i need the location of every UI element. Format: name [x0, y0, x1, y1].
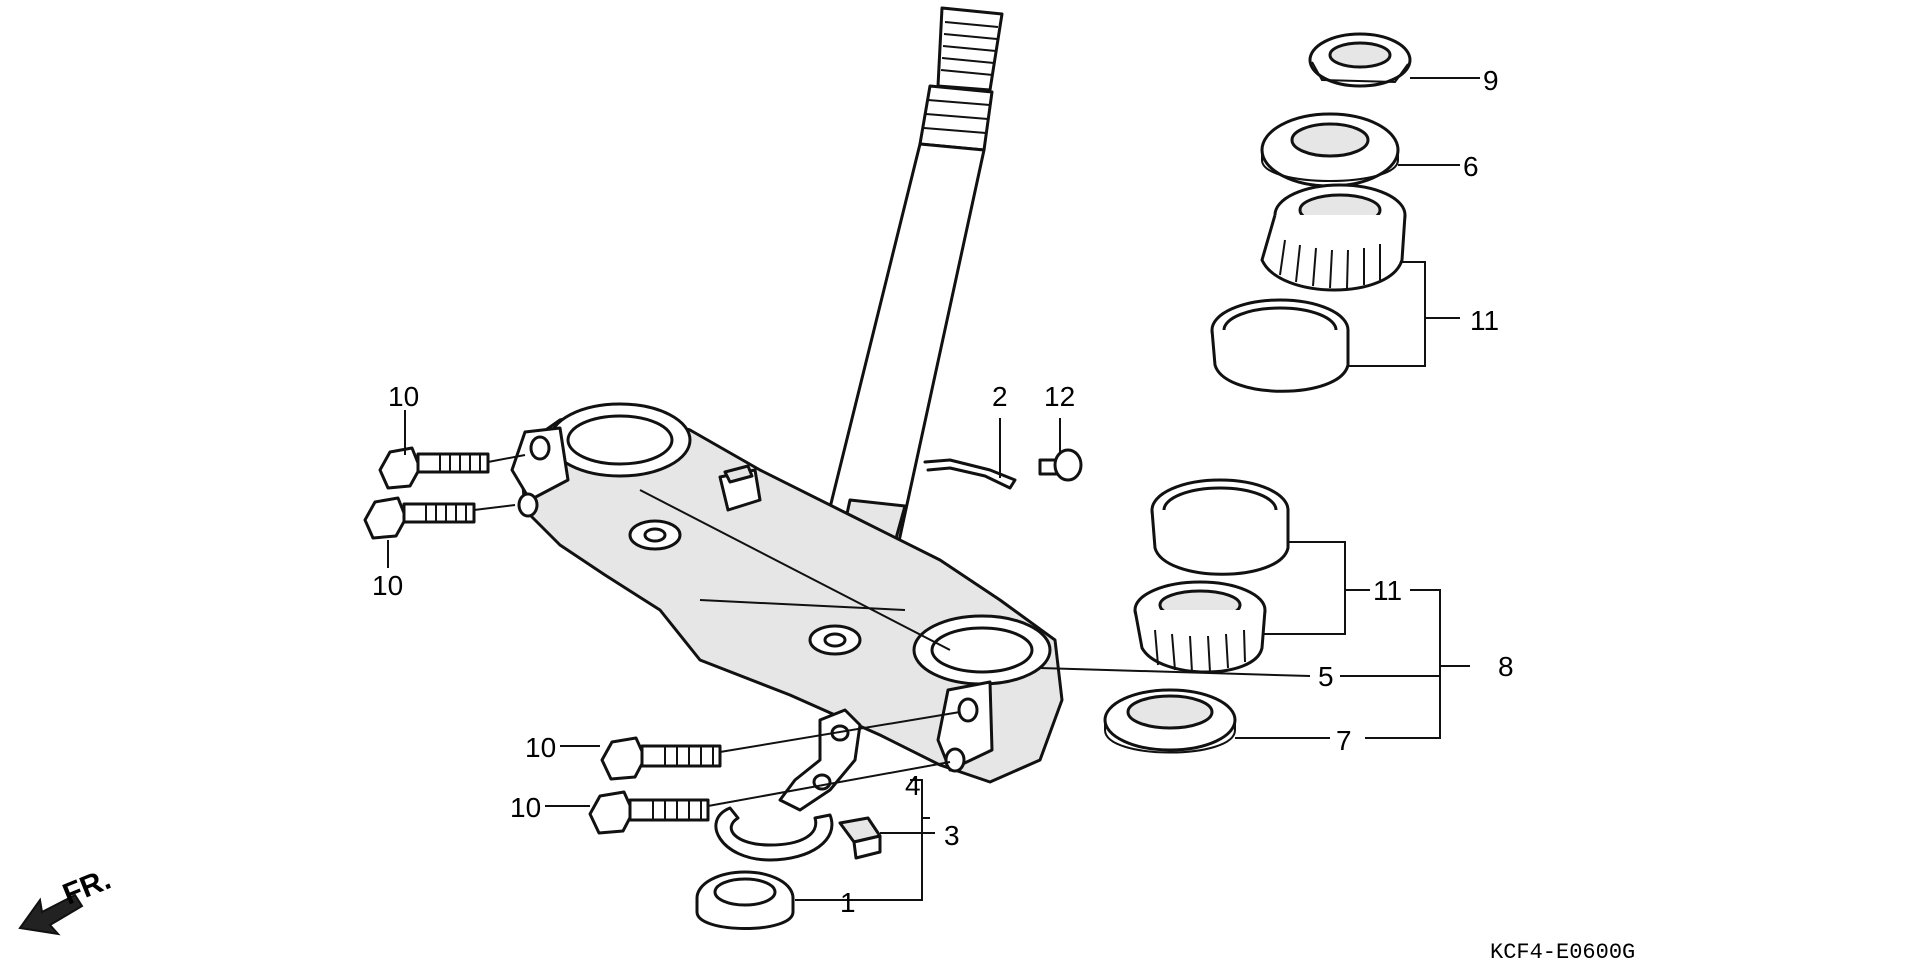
- callout-10-lower-a: 10: [525, 732, 556, 763]
- lower-bearing-inner-race: [1133, 580, 1267, 674]
- flange-bolt-lower-a: [600, 736, 722, 781]
- dust-seal-7: [1103, 688, 1237, 754]
- callout-10-middle: 10: [372, 570, 403, 601]
- hose-guide-bracket: [778, 708, 862, 812]
- callout-3: 3: [944, 820, 960, 851]
- callout-11-upper: 11: [1470, 305, 1499, 336]
- flange-bolt-middle-left: [363, 496, 476, 540]
- lower-bearing-outer-race: [1150, 478, 1290, 576]
- screw-12: [1038, 448, 1083, 482]
- flange-bolt-upper-left: [378, 446, 490, 490]
- callout-labels: 9 6 11 11 5 7 8 2 12 10 10 10 10 4 3 1: [372, 65, 1514, 918]
- steering-stem-shaft: [804, 6, 1004, 581]
- callout-5: 5: [1318, 661, 1334, 692]
- upper-bearing-inner-race: [1260, 183, 1407, 292]
- front-direction-arrow: FR.: [18, 863, 115, 936]
- callout-2: 2: [992, 381, 1008, 412]
- flange-bolt-lower-b: [588, 790, 710, 835]
- lock-pin-2: [923, 458, 1017, 490]
- callout-9: 9: [1483, 65, 1499, 96]
- callout-10-top: 10: [388, 381, 419, 412]
- callout-12: 12: [1044, 381, 1075, 412]
- cushion-3: [838, 816, 882, 860]
- dust-seal-6: [1260, 112, 1400, 188]
- callout-10-lower-b: 10: [510, 792, 541, 823]
- callout-8: 8: [1498, 651, 1514, 682]
- steering-stem-bottom-bridge: [510, 402, 1064, 784]
- front-direction-label: FR.: [58, 863, 115, 912]
- diagram-code: KCF4-E0600G: [1490, 940, 1635, 958]
- callout-4: 4: [905, 770, 921, 801]
- steering-stem-lock-nut-9: [1308, 32, 1412, 88]
- callout-7: 7: [1336, 725, 1352, 756]
- cable-clamp-4: [714, 806, 834, 862]
- grommet-1: [695, 870, 795, 930]
- callout-6: 6: [1463, 151, 1479, 182]
- upper-bearing-outer-race: [1210, 298, 1350, 393]
- callout-11-lower: 11: [1373, 575, 1402, 606]
- leader-lines: [387, 77, 1480, 901]
- callout-1: 1: [840, 887, 856, 918]
